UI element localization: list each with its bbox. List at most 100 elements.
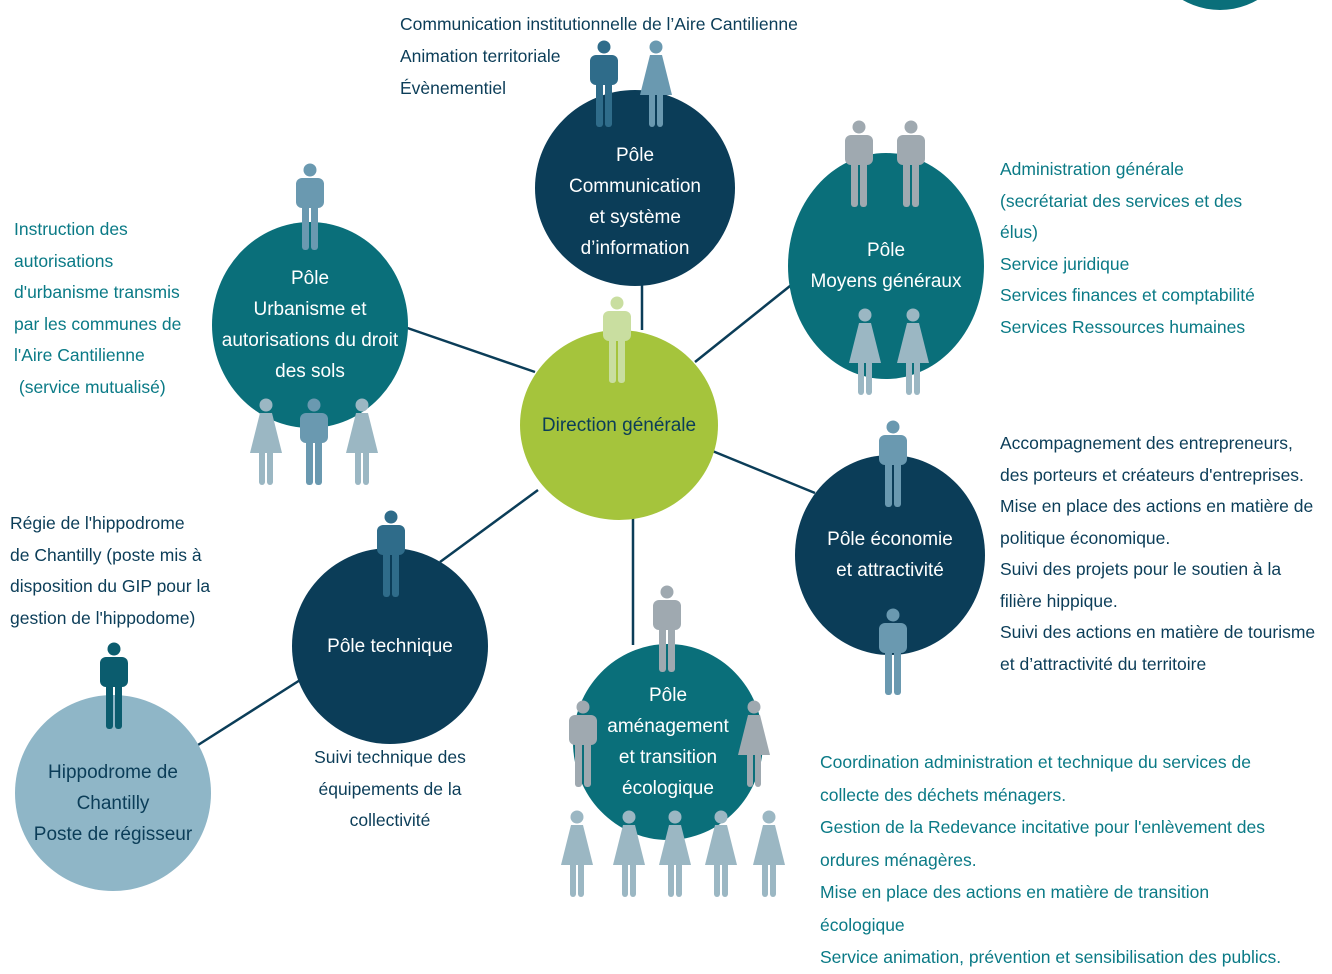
amenagement-desc-line: Service animation, prévention et sensibi… [820,947,1282,967]
direction-label: Direction générale [541,414,697,436]
economie-desc-line: politique économique. [1000,527,1171,548]
communication-desc-line: Communication institutionnelle de l’Aire… [400,14,798,34]
communication-description: Communication institutionnelle de l’Aire… [400,8,798,104]
economie-desc-line: Mise en place des actions en matière de [1000,496,1314,516]
man-icon [648,585,686,673]
pole-urbanisme-line-2: Urbanisme et [253,299,367,320]
corner-decoration [1150,0,1290,10]
woman-icon [846,308,884,396]
economie-description: Accompagnement des entrepreneurs, des po… [1000,428,1315,680]
link-urbanisme [389,320,536,374]
pole-amenagement-line-1: Pôle [648,685,688,706]
moyens-desc-line: Service juridique [1000,253,1130,274]
pole-urbanisme-circle: Pôle Urbanisme et autorisations du droit… [212,222,408,428]
hippodrome-desc-line: de Chantilly (poste mis à [10,544,202,565]
pole-urbanisme-line-4: des sols [275,361,345,382]
pole-amenagement-line-3: et transition [618,747,718,768]
technique-description: Suivi technique des équipements de la co… [300,742,480,837]
economie-desc-line: filière hippique. [1000,590,1118,611]
man-icon [892,120,930,208]
urbanisme-desc-line: par les communes de [14,313,182,334]
pole-amenagement-line-2: aménagement [607,716,729,737]
moyens-desc-line: élus) [1000,222,1038,242]
amenagement-desc-line: Coordination administration et technique… [820,752,1251,772]
hippodrome-line-2: Chantilly [76,792,150,814]
pole-economie-line-1: Pôle économie [827,529,953,550]
hippodrome-desc-line: gestion de l'hippodome) [10,607,196,628]
communication-desc-line: Animation territoriale [400,46,561,66]
pole-moyens-circle: Pôle Moyens généraux [788,153,984,379]
pole-technique-line-1: Pôle technique [327,635,453,657]
link-economie [709,448,816,495]
amenagement-desc-line: ordures ménagères. [820,849,977,870]
hippodrome-circle: Hippodrome de Chantilly Poste de régisse… [15,695,211,891]
moyens-desc-line: Administration générale [1000,159,1184,179]
amenagement-desc-line: Gestion de la Redevance incitative pour … [820,817,1265,837]
moyens-desc-line: (secrétariat des services et des [1000,190,1243,211]
woman-icon [247,398,285,486]
hippodrome-line-3: Poste de régisseur [33,823,193,845]
urbanisme-desc-line: autorisations [14,250,114,271]
moyens-desc-line: Services Ressources humaines [1000,316,1246,337]
economie-desc-line: Suivi des projets pour le soutien à la [1000,559,1282,579]
hippodrome-desc-line: Régie de l'hippodrome [10,513,185,533]
link-hippodrome [197,673,309,747]
link-moyens [694,277,801,363]
woman-icon [750,810,788,898]
amenagement-description: Coordination administration et technique… [820,746,1281,974]
pole-communication-line-3: et système [589,207,681,228]
pole-urbanisme-line-3: autorisations du droit [221,330,399,351]
man-icon [585,40,623,128]
amenagement-desc-line: écologique [820,914,905,935]
man-icon [598,296,636,384]
pole-communication-line-4: d’information [580,238,690,259]
woman-icon [735,700,773,788]
pole-moyens-line-1: Pôle [866,240,906,261]
woman-icon [637,40,675,128]
economie-desc-line: Suivi des actions en matière de tourisme [1000,622,1316,642]
woman-icon [558,810,596,898]
pole-moyens-line-2: Moyens généraux [810,271,962,292]
economie-desc-line: et d’attractivité du territoire [1000,653,1207,674]
man-icon [291,163,329,251]
moyens-description: Administration générale (secrétariat des… [1000,154,1255,343]
woman-icon [610,810,648,898]
woman-icon [894,308,932,396]
man-icon [840,120,878,208]
man-icon [372,510,410,598]
urbanisme-desc-line: l'Aire Cantilienne [14,345,145,365]
pole-communication-line-2: Communication [569,176,701,197]
link-technique [439,488,539,564]
technique-desc-line: équipements de la [318,778,462,799]
pole-economie-line-2: et attractivité [836,560,944,581]
man-icon [874,420,912,508]
woman-icon [702,810,740,898]
communication-desc-line: Évènementiel [400,78,507,98]
man-icon [564,700,602,788]
pole-amenagement-circle: Pôle aménagement et transition écologiqu… [573,644,763,840]
man-icon [295,398,333,486]
pole-communication-circle: Pôle Communication et système d’informat… [535,90,735,286]
pole-amenagement-line-4: écologique [622,778,714,799]
economie-desc-line: Accompagnement des entrepreneurs, [1000,433,1293,453]
woman-icon [343,398,381,486]
technique-desc-line: Suivi technique des [314,747,466,767]
economie-desc-line: des porteurs et créateurs d'entreprises. [1000,464,1304,485]
technique-desc-line: collectivité [349,810,431,830]
woman-icon [656,810,694,898]
moyens-desc-line: Services finances et comptabilité [1000,285,1255,305]
amenagement-desc-line: collecte des déchets ménagers. [820,784,1067,805]
pole-communication-line-1: Pôle [615,145,655,166]
amenagement-desc-line: Mise en place des actions en matière de … [820,882,1210,902]
hippodrome-desc-line: disposition du GIP pour la [10,576,211,596]
hippodrome-line-1: Hippodrome de [48,761,178,783]
hippodrome-description: Régie de l'hippodrome de Chantilly (post… [10,508,210,634]
urbanisme-desc-line: (service mutualisé) [14,376,166,397]
urbanisme-description: Instruction des autorisations d'urbanism… [14,214,181,403]
man-icon [95,642,133,730]
pole-urbanisme-line-1: Pôle [290,268,330,289]
urbanisme-desc-line: Instruction des [14,219,128,239]
man-icon [874,608,912,696]
urbanisme-desc-line: d'urbanisme transmis [14,282,180,302]
